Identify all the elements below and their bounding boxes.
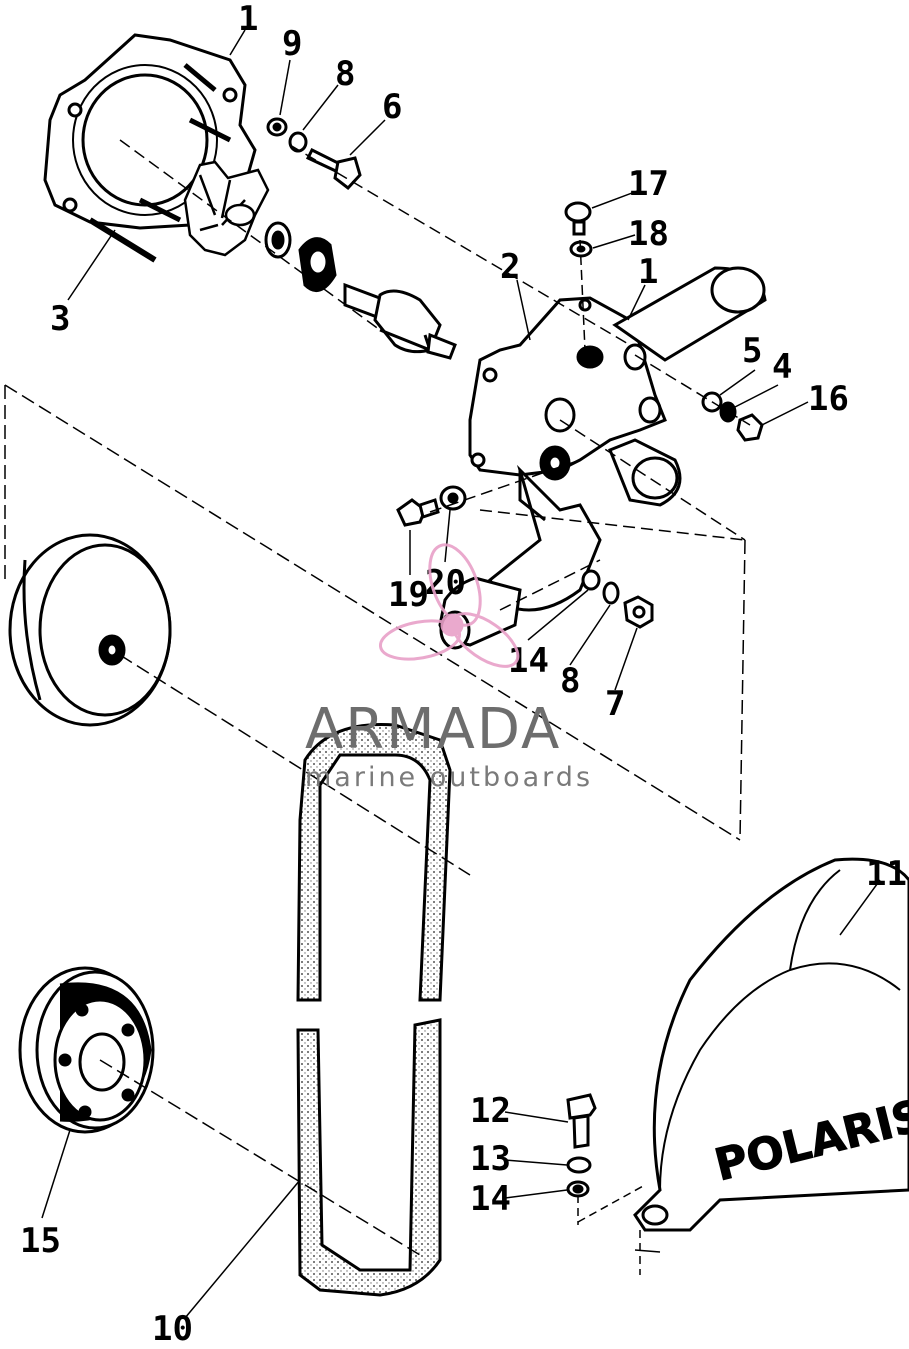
callout-7: 7: [605, 684, 625, 724]
shaft-seals: [264, 221, 337, 293]
callout-19: 19: [388, 575, 429, 615]
callout-5: 5: [742, 331, 762, 371]
pump-shaft: [343, 282, 457, 360]
callout-6: 6: [382, 87, 402, 127]
driven-pulley: [18, 966, 155, 1134]
callout-10: 10: [152, 1309, 193, 1345]
washer-14-upper: [581, 569, 601, 591]
callout-3: 3: [50, 299, 70, 339]
washer-14-lower: [566, 1180, 590, 1198]
watermark-logo-icon: [378, 543, 520, 668]
bolt-12: [566, 1093, 597, 1149]
callout-1-top: 1: [238, 0, 258, 39]
watermark: ARMADA marine outboards: [305, 543, 593, 793]
washer-8-upper: [288, 131, 308, 153]
washer-20: [439, 485, 467, 511]
callout-8-mid: 8: [560, 661, 580, 701]
callout-2: 2: [500, 247, 520, 287]
callout-17: 17: [628, 164, 669, 204]
callout-4: 4: [772, 347, 792, 387]
pump-body: [468, 266, 767, 612]
callout-15: 15: [20, 1221, 61, 1261]
leader-lines: [4, 29, 881, 1319]
callout-11: 11: [866, 854, 907, 894]
callout-12: 12: [470, 1091, 511, 1131]
drive-pulley: [8, 533, 172, 727]
watermark-tagline: marine outboards: [305, 762, 593, 793]
callout-8-top: 8: [335, 54, 355, 94]
belt-guard: [633, 857, 909, 1232]
bolt-19: [396, 498, 440, 527]
callout-1-mid: 1: [638, 252, 658, 292]
callout-9: 9: [282, 24, 302, 64]
callout-16: 16: [808, 379, 849, 419]
washer-9: [266, 117, 288, 137]
nut-7: [623, 595, 654, 629]
callout-13: 13: [470, 1139, 511, 1179]
callout-14-bottom: 14: [470, 1179, 511, 1219]
impeller: [183, 160, 270, 257]
nut-16: [736, 413, 764, 442]
watermark-brand: ARMADA: [305, 697, 561, 762]
drive-belt: [296, 722, 452, 1297]
washer-13: [566, 1156, 592, 1174]
bolt-6: [305, 147, 362, 191]
callout-numbers: 1 9 8 6 3 17 18 2 1 5 4 16 19 20 14 8 7 …: [20, 0, 907, 1349]
callout-18: 18: [628, 214, 669, 254]
screw-17: [564, 201, 592, 236]
washer-8-lower: [602, 581, 620, 605]
